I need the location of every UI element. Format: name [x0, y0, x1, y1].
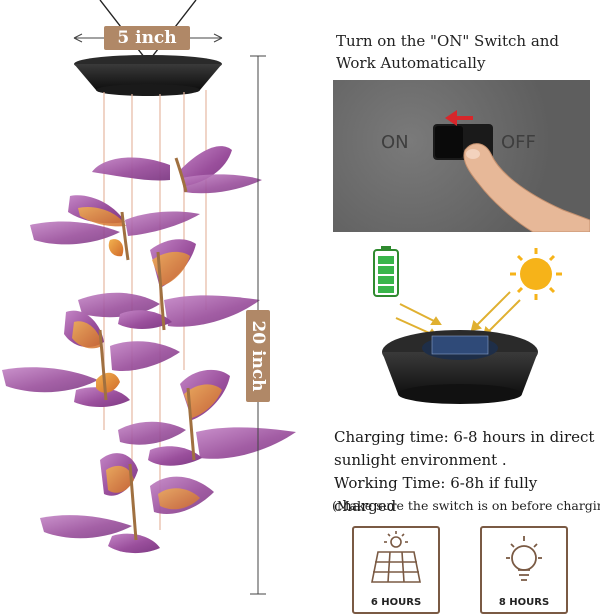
badge-solar: 6 HOURS — [352, 526, 440, 614]
finger-icon — [463, 143, 591, 233]
arrow-icon — [445, 110, 473, 126]
butterfly-1 — [92, 146, 262, 194]
switch-photo-art: ON OFF — [381, 110, 591, 233]
switch-heading-line1: Turn on the "ON" Switch and — [336, 32, 560, 50]
switch-heading-line2: Work Automatically — [336, 54, 486, 72]
sunlight-arrows — [395, 291, 521, 338]
switch-note: (Make sure the switch is on before charg… — [332, 498, 600, 513]
badge-light: 8 HOURS — [480, 526, 568, 614]
height-label: 20 inch — [246, 310, 270, 402]
charging-info: Charging time: 6-8 hours in direct sunli… — [334, 426, 600, 518]
switch-photo: ON OFF — [333, 80, 591, 233]
solar-panel-icon — [371, 531, 421, 583]
light-bulb-icon — [506, 536, 542, 581]
butterfly-2 — [30, 195, 200, 261]
switch-heading: Turn on the "ON" Switch and Work Automat… — [336, 30, 596, 74]
badge-solar-label: 6 HOURS — [370, 597, 422, 608]
sunlight-line: sunlight environment . — [334, 451, 507, 469]
butterfly-3 — [78, 239, 260, 331]
working-time-line: Working Time: 6-8h if fully charged — [334, 474, 538, 515]
butterfly-5 — [118, 369, 296, 466]
butterfly-4 — [2, 310, 180, 407]
charging-time-line: Charging time: 6-8 hours in direct — [334, 428, 595, 446]
width-label: 5 inch — [104, 26, 190, 50]
badge-light-label: 8 HOURS — [498, 597, 550, 608]
chime-canopy — [74, 55, 222, 96]
charging-illustration — [373, 246, 562, 404]
battery-icon — [373, 246, 399, 297]
on-text: ON — [381, 132, 409, 153]
wind-chime-illustration — [2, 0, 296, 595]
sun-icon — [510, 248, 562, 300]
butterfly-6 — [40, 453, 214, 554]
solar-cap-icon — [382, 330, 538, 404]
off-text: OFF — [501, 132, 536, 153]
height-label-text: 20 inch — [248, 320, 268, 392]
